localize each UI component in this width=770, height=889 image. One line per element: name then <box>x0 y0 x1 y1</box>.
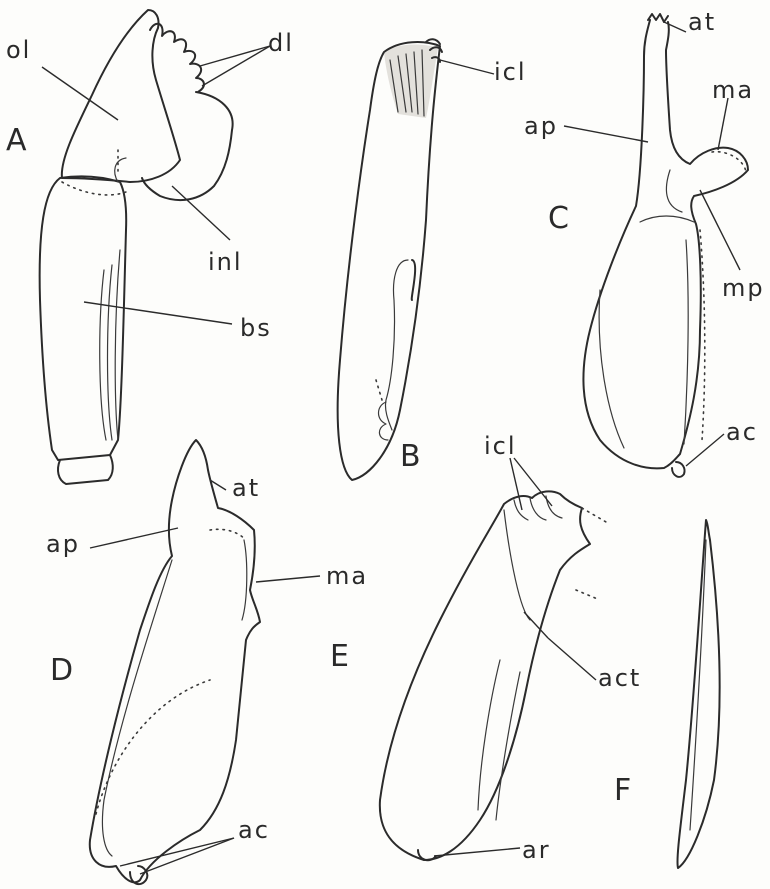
panel-c: at ma ap mp ac C <box>524 8 765 477</box>
label-e-ar: ar <box>522 836 551 864</box>
label-e-act: act <box>598 664 641 692</box>
label-ol: ol <box>6 36 31 64</box>
panel-letter-a: A <box>6 123 27 158</box>
label-d-ma: ma <box>326 562 368 590</box>
label-inl: inl <box>208 248 243 276</box>
panel-a-basal-segment <box>40 176 127 460</box>
panel-d-outline <box>90 440 260 882</box>
label-e-icl: icl <box>484 432 517 460</box>
panel-e: icl act ar E <box>330 432 641 864</box>
label-dl: dl <box>268 29 294 57</box>
panel-f: F <box>614 520 720 868</box>
panel-letter-c: C <box>548 201 569 236</box>
panel-a-inner-lobe <box>142 92 233 200</box>
panel-a-denticle-lobe <box>150 24 204 92</box>
label-c-mp: mp <box>722 274 765 302</box>
panel-letter-b: B <box>400 439 421 474</box>
label-bs: bs <box>240 314 272 342</box>
label-d-at: at <box>232 474 260 502</box>
panel-b: icl B <box>338 39 527 480</box>
panel-letter-d: D <box>50 653 73 688</box>
label-c-ac: ac <box>726 418 758 446</box>
panel-d: at ap ma ac D <box>46 440 368 884</box>
label-c-ma: ma <box>712 76 754 104</box>
panel-a: ol dl inl bs A <box>6 10 294 484</box>
label-c-at: at <box>688 8 716 36</box>
label-d-ap: ap <box>46 530 80 558</box>
panel-letter-e: E <box>330 639 349 674</box>
label-c-ap: ap <box>524 112 558 140</box>
label-icl: icl <box>494 58 527 86</box>
panel-e-outline <box>380 491 590 860</box>
label-d-ac: ac <box>238 816 270 844</box>
panel-letter-f: F <box>614 773 631 808</box>
